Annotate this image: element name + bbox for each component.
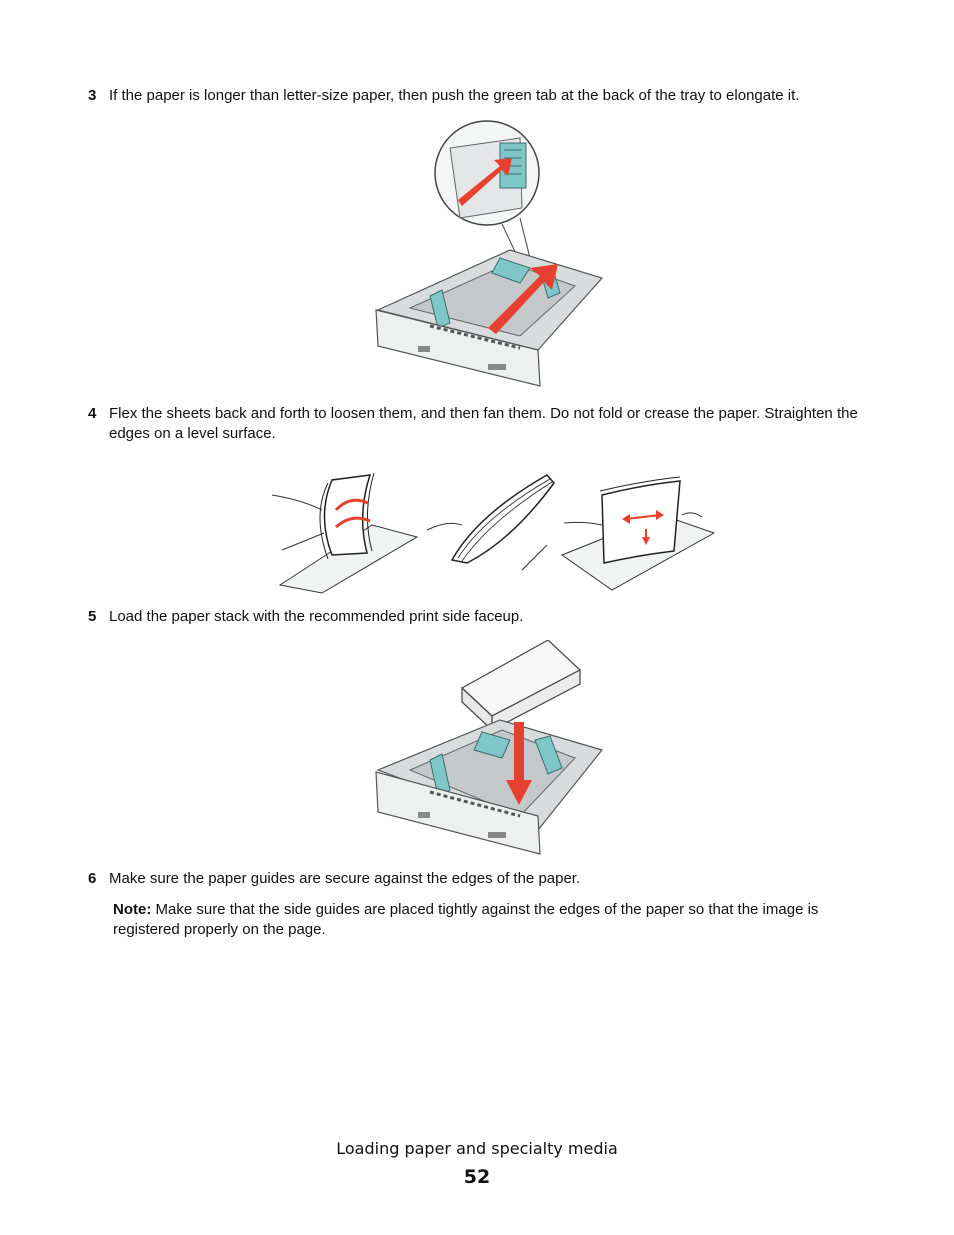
step-text: Make sure the paper guides are secure ag… <box>109 870 581 887</box>
load-paper-stack-illustration <box>375 640 604 855</box>
note: Note: Make sure that the side guides are… <box>113 900 873 940</box>
step-3: 3 If the paper is longer than letter-siz… <box>88 86 878 106</box>
step-number: 5 <box>88 608 97 625</box>
step-text: Load the paper stack with the recommende… <box>109 608 524 625</box>
step-5: 5 Load the paper stack with the recommen… <box>88 607 878 627</box>
step-number: 3 <box>88 87 97 104</box>
footer-section-title: Loading paper and specialty media <box>336 1139 618 1158</box>
page-number: 52 <box>463 1166 491 1188</box>
step-number: 4 <box>88 405 97 422</box>
step-number: 6 <box>88 870 97 887</box>
step-text: If the paper is longer than letter-size … <box>109 87 800 104</box>
step-text: Flex the sheets back and forth to loosen… <box>109 405 858 442</box>
tray-extension-illustration <box>375 120 604 387</box>
note-label: Note: <box>113 901 152 918</box>
step-4: 4 Flex the sheets back and forth to loos… <box>88 404 878 444</box>
flex-fan-straighten-illustration <box>271 472 716 594</box>
step-6: 6 Make sure the paper guides are secure … <box>88 869 878 889</box>
note-text: Make sure that the side guides are place… <box>113 901 819 938</box>
